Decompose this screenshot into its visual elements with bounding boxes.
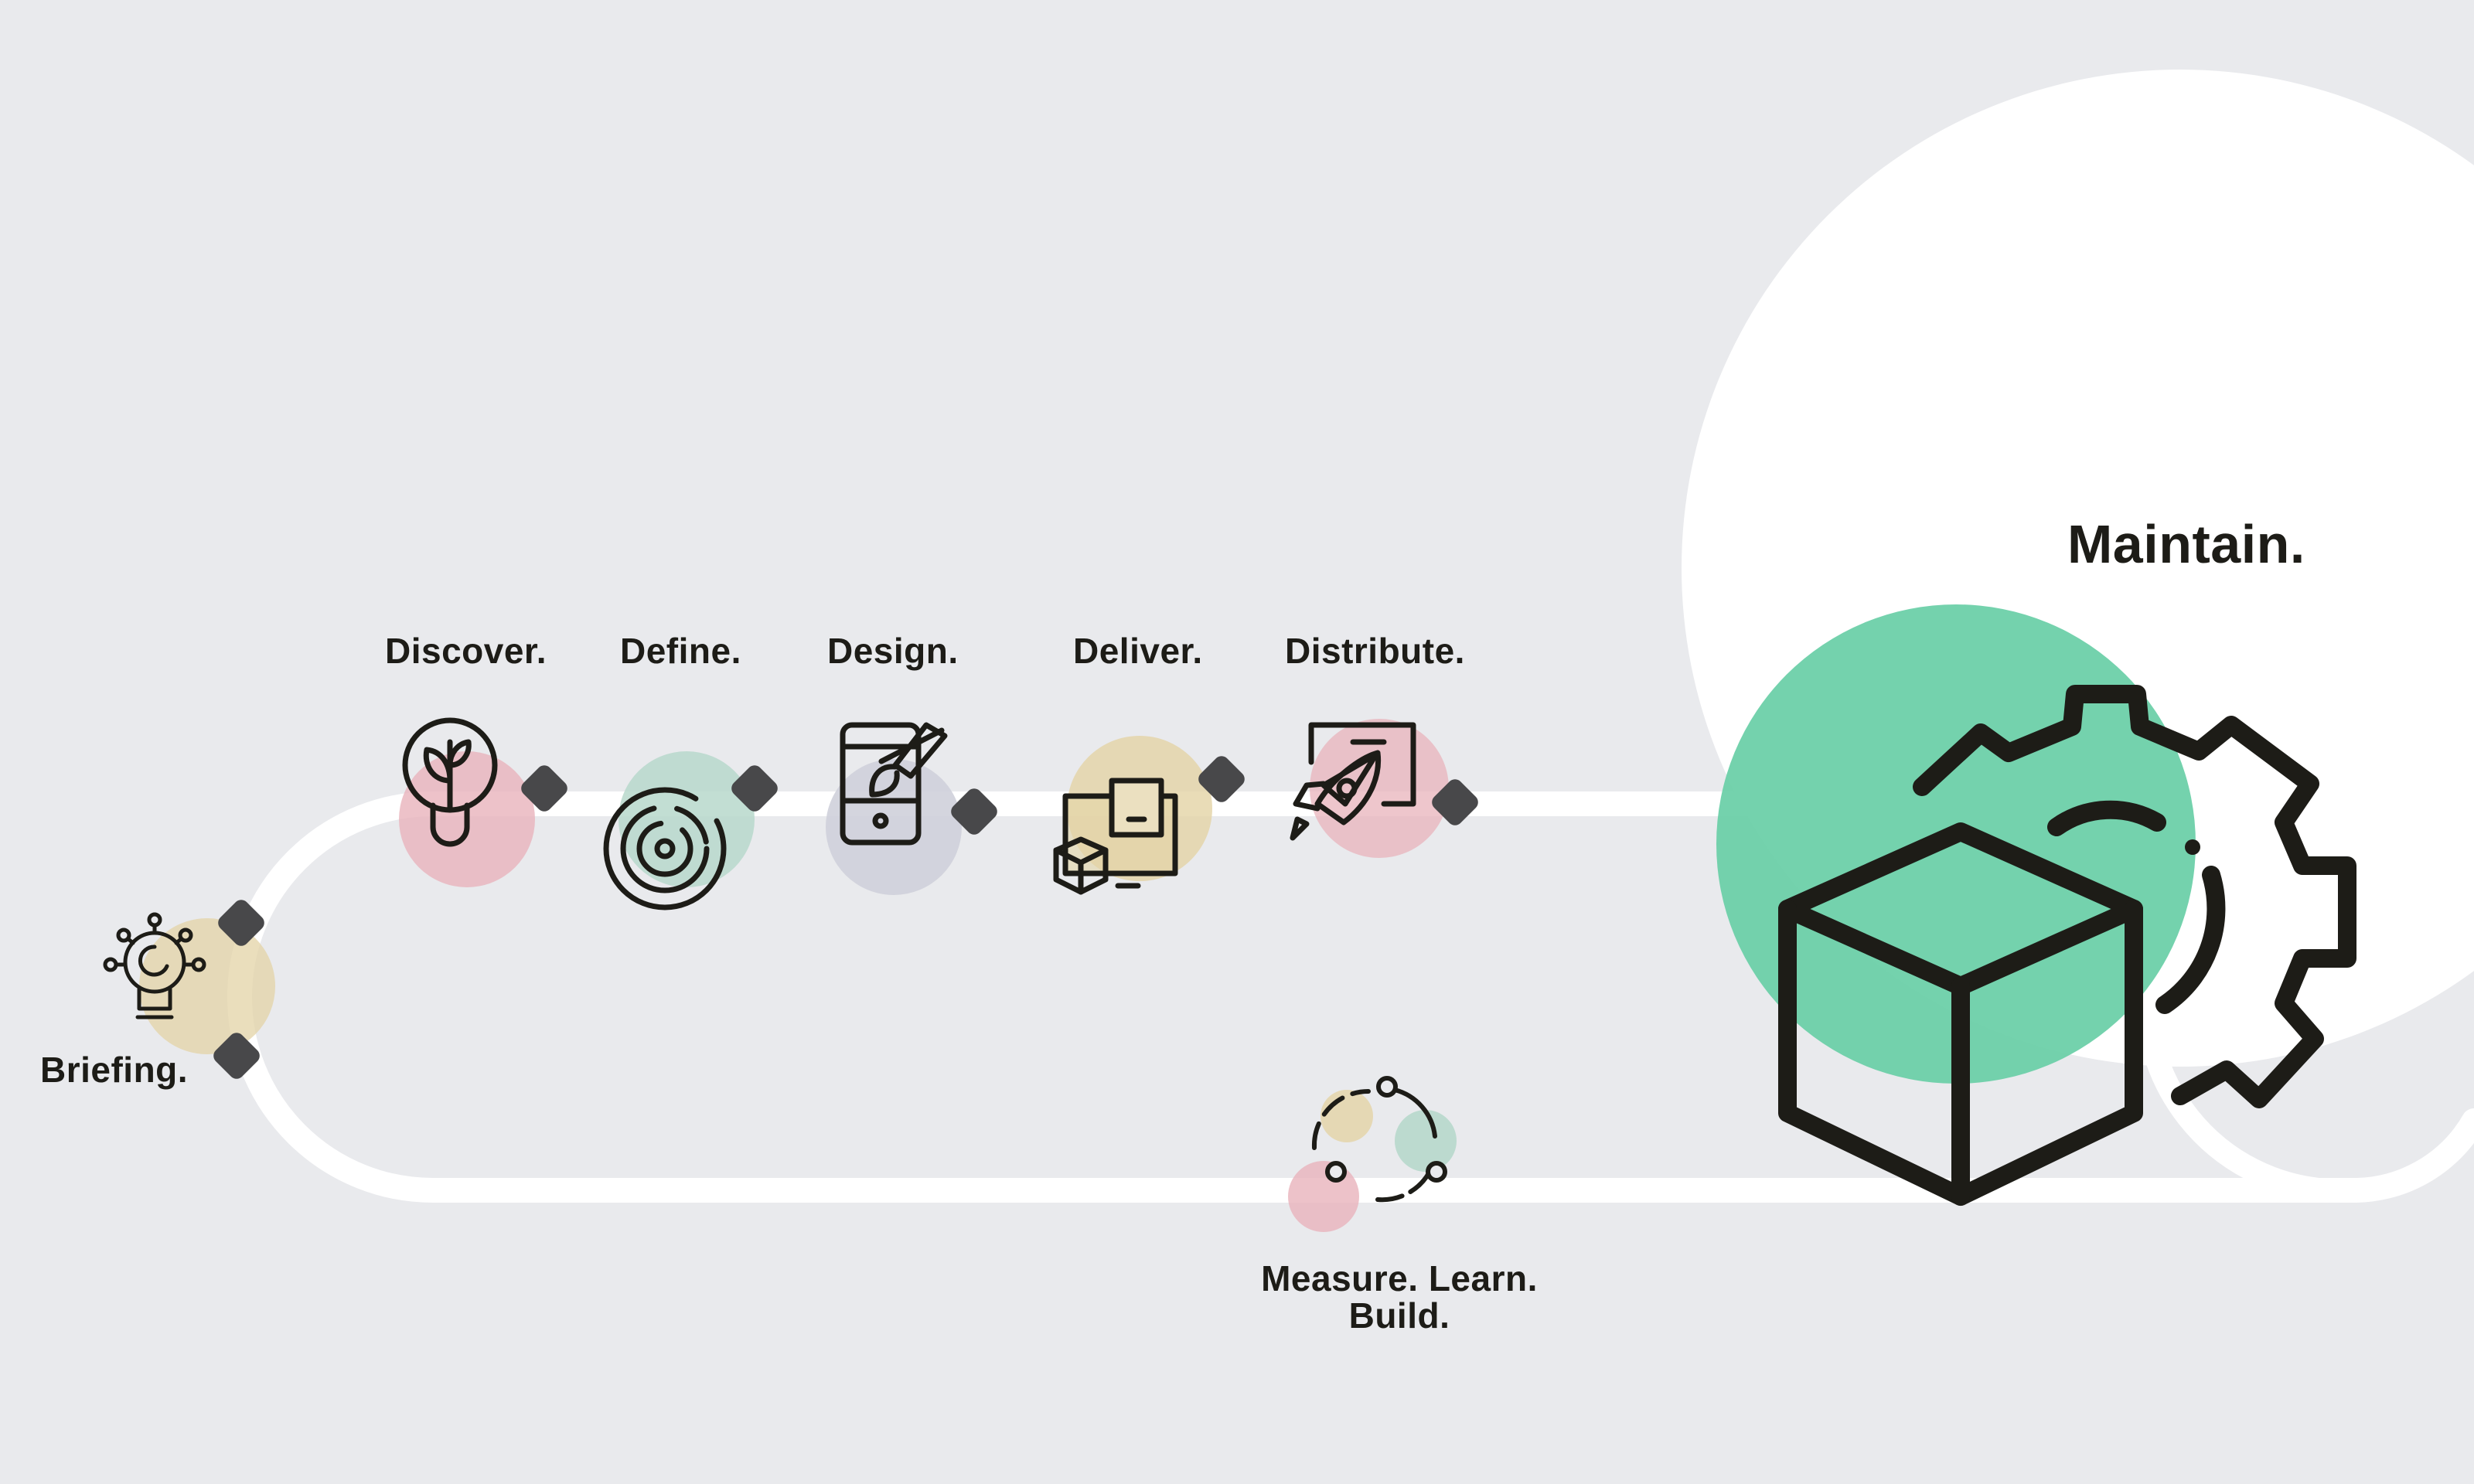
- delivery-boxes-icon: [1053, 778, 1178, 895]
- stage-label-briefing: Briefing.: [40, 1050, 189, 1090]
- stage-label-maintain: Maintain.: [2067, 514, 2305, 574]
- connector-node: [1198, 756, 1245, 802]
- measure-accent-pink: [1288, 1161, 1359, 1232]
- stage-label-discover: Discover.: [385, 631, 547, 671]
- idea-lightbulb-icon: [103, 912, 206, 1019]
- connector-node: [1432, 779, 1478, 825]
- process-path-right: [2135, 964, 2329, 1202]
- connector-node: [521, 765, 567, 812]
- maze-target-icon: [603, 787, 727, 910]
- build-measure-learn-cycle-icon: [1311, 1076, 1447, 1203]
- stage-label-measure: Measure. Learn. Build.: [1237, 1260, 1562, 1335]
- briefing-accent-circle: [139, 918, 275, 1054]
- stage-label-deliver: Deliver.: [1073, 631, 1203, 671]
- define-accent-circle: [618, 751, 755, 887]
- rocket-launch-icon: [1290, 722, 1416, 841]
- stage-label-define: Define.: [620, 631, 741, 671]
- stage-label-design: Design.: [827, 631, 959, 671]
- design-accent-circle: [826, 759, 962, 895]
- stage-label-distribute: Distribute.: [1285, 631, 1465, 671]
- connector-node: [731, 765, 778, 812]
- connector-node: [218, 900, 264, 946]
- connector-node: [213, 1033, 260, 1079]
- stage-label-measure-line2: Build.: [1348, 1295, 1450, 1336]
- stage-label-measure-line1: Measure. Learn.: [1261, 1258, 1538, 1298]
- measure-accent-mint: [1395, 1110, 1457, 1172]
- mobile-design-brush-icon: [840, 722, 948, 846]
- process-path: [227, 791, 2474, 1203]
- connector-node: [951, 788, 997, 835]
- plant-lightbulb-icon: [402, 717, 498, 847]
- measure-accent-sand: [1320, 1090, 1373, 1142]
- box-gear-icon: [1778, 685, 2356, 1206]
